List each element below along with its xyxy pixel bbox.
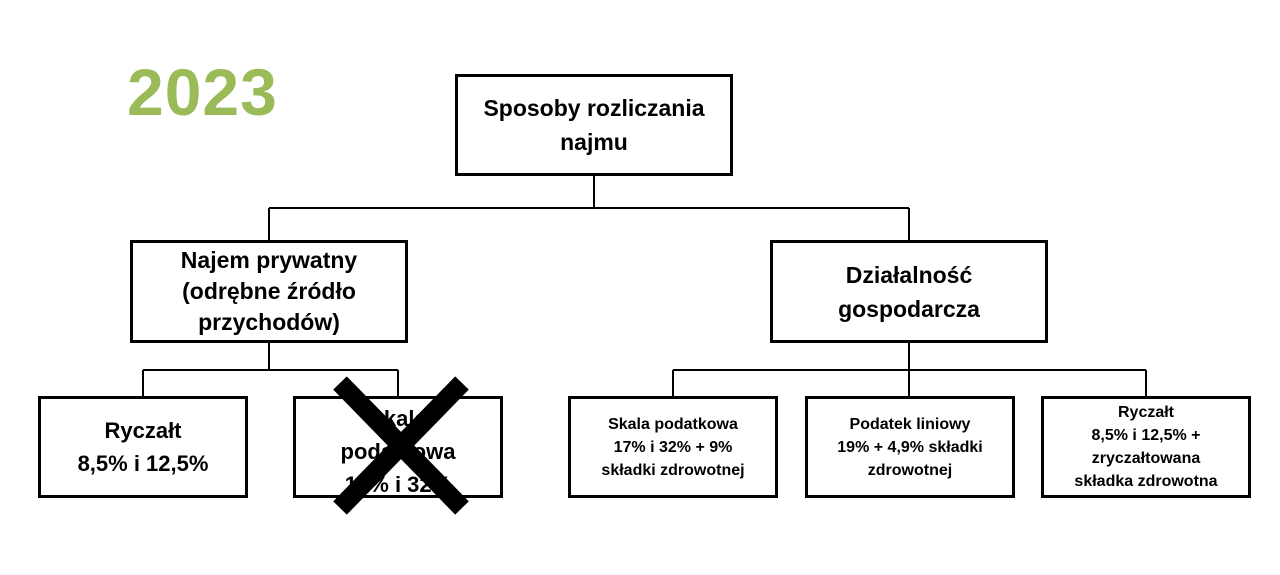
private-tax-scale-node: Skala podatkowa 12% i 32% [293,396,503,498]
private-lump-sum-label: Ryczałt 8,5% i 12,5% [77,418,209,476]
private-rental-label: Najem prywatny (odrębne źródło przychodó… [180,247,358,335]
business-lump-sum-node: Ryczałt 8,5% i 12,5% + zryczałtowana skł… [1041,396,1251,498]
business-tax-scale-label: Skala podatkowa 17% i 32% + 9% składki z… [601,415,745,479]
business-activity-label: Działalność gospodarcza [838,261,980,322]
business-activity-node: Działalność gospodarcza [770,240,1048,343]
private-lump-sum-node: Ryczałt 8,5% i 12,5% [38,396,248,498]
business-linear-tax-label: Podatek liniowy 19% + 4,9% składki zdrow… [837,415,983,479]
root-node: Sposoby rozliczania najmu [455,74,733,176]
business-tax-scale-node: Skala podatkowa 17% i 32% + 9% składki z… [568,396,778,498]
business-lump-sum-label: Ryczałt 8,5% i 12,5% + zryczałtowana skł… [1074,404,1218,490]
year-title: 2023 [127,55,278,129]
private-tax-scale-label: Skala podatkowa 12% i 32% [340,405,456,497]
root-node-label: Sposoby rozliczania najmu [483,95,705,155]
business-linear-tax-node: Podatek liniowy 19% + 4,9% składki zdrow… [805,396,1015,498]
private-rental-node: Najem prywatny (odrębne źródło przychodó… [130,240,408,343]
